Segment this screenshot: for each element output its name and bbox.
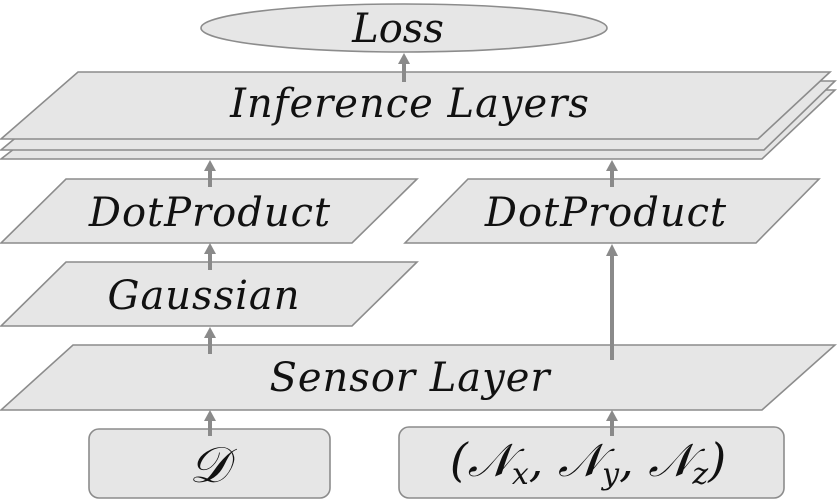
dotproduct-right-node [403, 178, 821, 244]
arrow-gaussian-to-dotproduct [204, 243, 216, 270]
gaussian-node [0, 261, 419, 327]
arrow-sensor-to-dotproduct-right [606, 244, 618, 360]
dotproduct-left-node [0, 178, 419, 244]
arrow-dotproduct-left-to-inference [204, 160, 216, 187]
inference-layer-sheet-front [0, 71, 833, 140]
inference-layers-stack [0, 71, 837, 160]
arrows [204, 53, 618, 436]
sensor-layer-label: Sensor Layer [269, 355, 552, 401]
arrow-sensor-to-gaussian [204, 327, 216, 354]
dotproduct-right-label: DotProduct [484, 190, 727, 236]
input-n-label: (𝒩x, 𝒩y, 𝒩z) [450, 433, 726, 492]
input-n-node [398, 426, 785, 499]
sensor-layer-node [0, 344, 837, 411]
dotproduct-left-label: DotProduct [88, 190, 331, 236]
arrow-inference-to-loss [398, 53, 410, 82]
arrow-input-d-to-sensor [204, 410, 216, 436]
inference-layers-label: Inference Layers [229, 81, 590, 127]
gaussian-label: Gaussian [107, 273, 300, 319]
loss-label: Loss [351, 6, 444, 52]
arrow-input-n-to-sensor [606, 410, 618, 436]
arrow-dotproduct-right-to-inference [606, 160, 618, 187]
loss-node [200, 3, 608, 53]
